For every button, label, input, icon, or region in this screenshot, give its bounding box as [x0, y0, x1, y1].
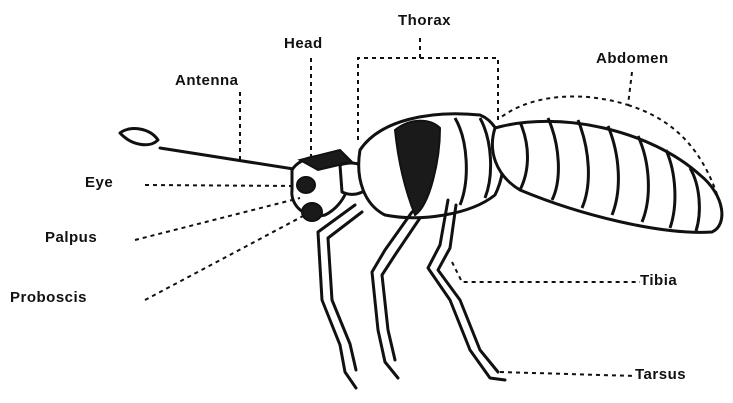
leader-palpus	[135, 198, 300, 240]
leg-front	[318, 205, 362, 388]
label-eye: Eye	[85, 174, 113, 191]
leg-middle	[372, 212, 420, 378]
label-tarsus: Tarsus	[635, 366, 686, 383]
label-tibia: Tibia	[640, 272, 677, 289]
leader-tibia	[452, 262, 640, 282]
thorax	[359, 114, 504, 218]
label-thorax: Thorax	[398, 12, 451, 29]
label-antenna: Antenna	[175, 72, 239, 89]
label-palpus: Palpus	[45, 229, 97, 246]
leader-eye	[145, 185, 298, 186]
label-head: Head	[284, 35, 323, 52]
leader-tarsus	[500, 372, 635, 376]
leg-hind	[428, 200, 505, 380]
label-abdomen: Abdomen	[596, 50, 669, 67]
abdomen	[492, 118, 721, 232]
leader-proboscis	[145, 215, 305, 300]
label-proboscis: Proboscis	[10, 289, 87, 306]
antenna	[120, 129, 300, 170]
